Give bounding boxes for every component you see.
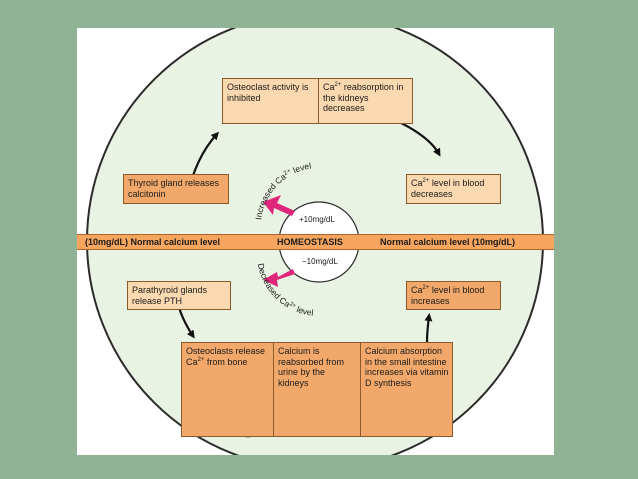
osteoclast-inhibited-label: Osteoclast activity is inhibited xyxy=(227,82,309,103)
blood-decreases-label: level in blood decreases xyxy=(411,178,485,199)
calcium-decreases-box: Ca2+ level in blood decreases xyxy=(406,174,501,204)
kidney-reabsorb-cell: Calcium is reabsorbed from urine by the … xyxy=(273,343,360,436)
charge-sup: 2+ xyxy=(422,285,430,291)
parathyroid-box: Parathyroid glands release PTH xyxy=(127,281,231,310)
band-left-label: (10mg/dL) Normal calcium level xyxy=(85,237,221,247)
charge-sup: 2+ xyxy=(197,356,205,363)
intestine-absorption-label: Calcium absorption in the small intestin… xyxy=(365,346,449,388)
charge-sup: 2+ xyxy=(334,82,342,88)
diagram-slide: Increased Ca2+ level Decreased Ca2+ leve… xyxy=(77,28,554,455)
band-right-label: Normal calcium level (10mg/dL) xyxy=(380,237,516,247)
normal-calcium-band: (10mg/dL) Normal calcium level HOMEOSTAS… xyxy=(77,234,554,250)
ca-label: Ca xyxy=(411,178,423,188)
parathyroid-label: Parathyroid glands release PTH xyxy=(132,285,208,306)
kidney-reabsorb-label: Calcium is reabsorbed from urine by the … xyxy=(278,346,345,388)
decrease-arrow-icon xyxy=(263,269,295,287)
blood-increases-label: level in blood increases xyxy=(411,285,485,306)
calcium-increases-box: Ca2+ level in blood increases xyxy=(406,281,501,310)
osteoclast-inhibited-cell: Osteoclast activity is inhibited xyxy=(223,79,318,123)
homeostasis-label: HOMEOSTASIS xyxy=(277,237,343,247)
osteoclasts-release-label: Osteoclasts release Ca xyxy=(186,346,266,367)
osteoclasts-release-cell: Osteoclasts release Ca2+ from bone xyxy=(182,343,273,436)
reabsorption-decreases-label: reabsorption in the kidneys decreases xyxy=(323,82,404,113)
charge-sup: 2+ xyxy=(422,178,430,184)
top-box: Osteoclast activity is inhibited Ca2+ re… xyxy=(222,78,413,124)
plus-level-label: +10mg/dL xyxy=(299,215,335,224)
intestine-absorption-cell: Calcium absorption in the small intestin… xyxy=(360,343,454,436)
ca-label: Ca xyxy=(411,285,423,295)
bottom-box: Osteoclasts release Ca2+ from bone Calci… xyxy=(181,342,453,437)
kidney-reabsorption-cell: Ca2+ reabsorption in the kidneys decreas… xyxy=(318,79,414,123)
increase-arrow-icon xyxy=(263,195,295,216)
from-bone-label: from bone xyxy=(204,356,248,367)
thyroid-box: Thyroid gland releases calcitonin xyxy=(123,174,229,204)
ca-label: Ca xyxy=(323,82,335,92)
minus-level-label: −10mg/dL xyxy=(302,257,338,266)
thyroid-label: Thyroid gland releases calcitonin xyxy=(128,178,220,199)
